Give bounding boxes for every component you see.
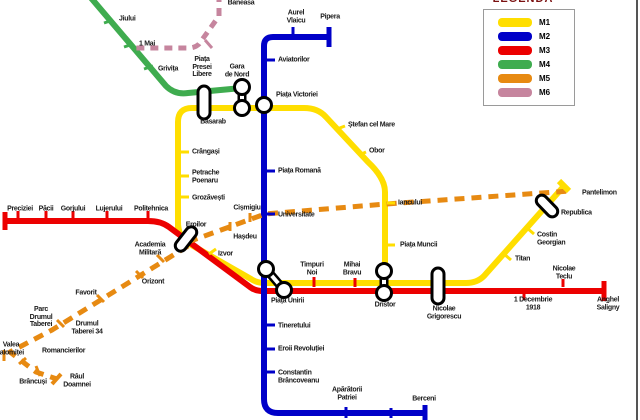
interchange-dristor-node-1 bbox=[375, 284, 393, 302]
legend-row-m5: M5 bbox=[498, 73, 574, 85]
interchange-piata-unirii-node-1 bbox=[275, 281, 293, 299]
station-tick-raul-doamnei-cap bbox=[50, 372, 63, 386]
legend-row-m2: M2 bbox=[498, 30, 574, 42]
interchange-dristor-node-0 bbox=[375, 262, 393, 280]
interchange-republica bbox=[534, 193, 560, 219]
legend-swatch-m5 bbox=[498, 74, 532, 84]
legend-label-m1: M1 bbox=[539, 17, 551, 27]
legend-title: LEGENDA bbox=[493, 0, 554, 5]
legend-label-m5: M5 bbox=[539, 74, 551, 84]
line-m1-yellow-northwest bbox=[175, 105, 388, 276]
legend-label-m3: M3 bbox=[539, 45, 551, 55]
legend-row-m6: M6 bbox=[498, 87, 574, 99]
line-m2-blue bbox=[261, 34, 425, 416]
legend-label-m2: M2 bbox=[539, 31, 551, 41]
legend-row-m1: M1 bbox=[498, 16, 574, 28]
interchange-eroilor bbox=[173, 225, 199, 253]
station-tick-titan bbox=[503, 252, 512, 262]
station-tick-orizont bbox=[134, 269, 145, 280]
interchange-piata-victoriei bbox=[255, 96, 273, 114]
line-m5-orange-east bbox=[187, 188, 571, 245]
interchange-basarab bbox=[196, 84, 212, 121]
station-tick-brancusi bbox=[34, 365, 42, 377]
station-tick-romancierilor bbox=[18, 356, 27, 366]
legend-swatch-m2 bbox=[498, 31, 532, 41]
interchange-nicolae-grigorescu bbox=[430, 266, 446, 306]
legend-row-m3: M3 bbox=[498, 44, 574, 56]
station-tick-obor bbox=[358, 150, 367, 157]
line-m5-orange-west bbox=[7, 243, 190, 382]
interchange-gara-de-nord-node-0 bbox=[233, 78, 251, 96]
station-tick-stefan-cel-mare bbox=[336, 124, 346, 131]
station-tick-favorit bbox=[95, 293, 106, 304]
station-tick-pantelimon-cap bbox=[556, 178, 572, 194]
line-m4-green bbox=[88, 0, 243, 97]
legend-label-m4: M4 bbox=[539, 60, 551, 70]
station-tick-1-mai bbox=[123, 42, 134, 49]
map-frame-border bbox=[636, 0, 638, 420]
station-tick-izvor bbox=[208, 247, 217, 256]
station-tick-drumul-taberei bbox=[55, 318, 66, 329]
legend-swatch-m1 bbox=[498, 17, 532, 27]
legend-swatch-m4 bbox=[498, 60, 532, 70]
station-tick-academia-militara bbox=[155, 253, 166, 264]
legend-swatch-m3 bbox=[498, 45, 532, 55]
line-m6-pink bbox=[133, 0, 222, 51]
legend-swatch-m6 bbox=[498, 88, 532, 98]
station-tick-piata-presei-libere bbox=[203, 39, 214, 49]
legend-label-m6: M6 bbox=[539, 88, 551, 98]
interchange-gara-de-nord-node-1 bbox=[233, 99, 251, 117]
line-m1-yellow-south-east bbox=[175, 184, 567, 286]
station-tick-jiului bbox=[103, 18, 114, 25]
legend-row-m4: M4 bbox=[498, 59, 574, 71]
line-m3-red bbox=[5, 218, 604, 294]
station-tick-costin-georgian bbox=[526, 226, 535, 236]
interchange-piata-unirii-node-0 bbox=[257, 260, 275, 278]
station-tick-grivita bbox=[143, 64, 154, 71]
